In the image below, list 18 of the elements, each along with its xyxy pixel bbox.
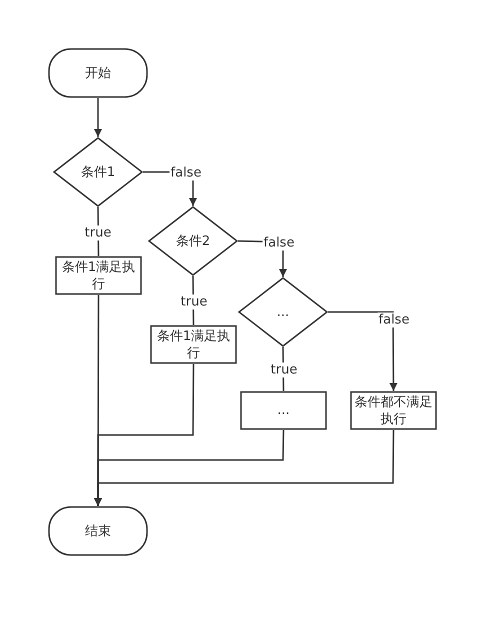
arrow	[94, 98, 102, 137]
terminal-box: 开始	[48, 48, 148, 98]
process-box: ...	[240, 391, 327, 430]
decision-diamond: 条件1	[53, 137, 143, 207]
process-box: 条件都不满足执行	[350, 391, 437, 430]
edge-label: true	[270, 362, 298, 378]
process-box: 条件1满足执行	[55, 256, 142, 295]
terminal-box: 结束	[48, 506, 148, 556]
edge-label: false	[378, 312, 410, 328]
decision-diamond: ...	[238, 277, 328, 347]
arrow	[328, 311, 398, 391]
arrow	[94, 430, 394, 506]
edge-label: false	[262, 236, 296, 250]
edge-label: false	[170, 166, 202, 180]
edge-label: true	[84, 226, 112, 240]
decision-diamond: 条件2	[148, 206, 238, 276]
process-box: 条件1满足执行	[150, 325, 237, 364]
edge-label: true	[180, 294, 208, 310]
